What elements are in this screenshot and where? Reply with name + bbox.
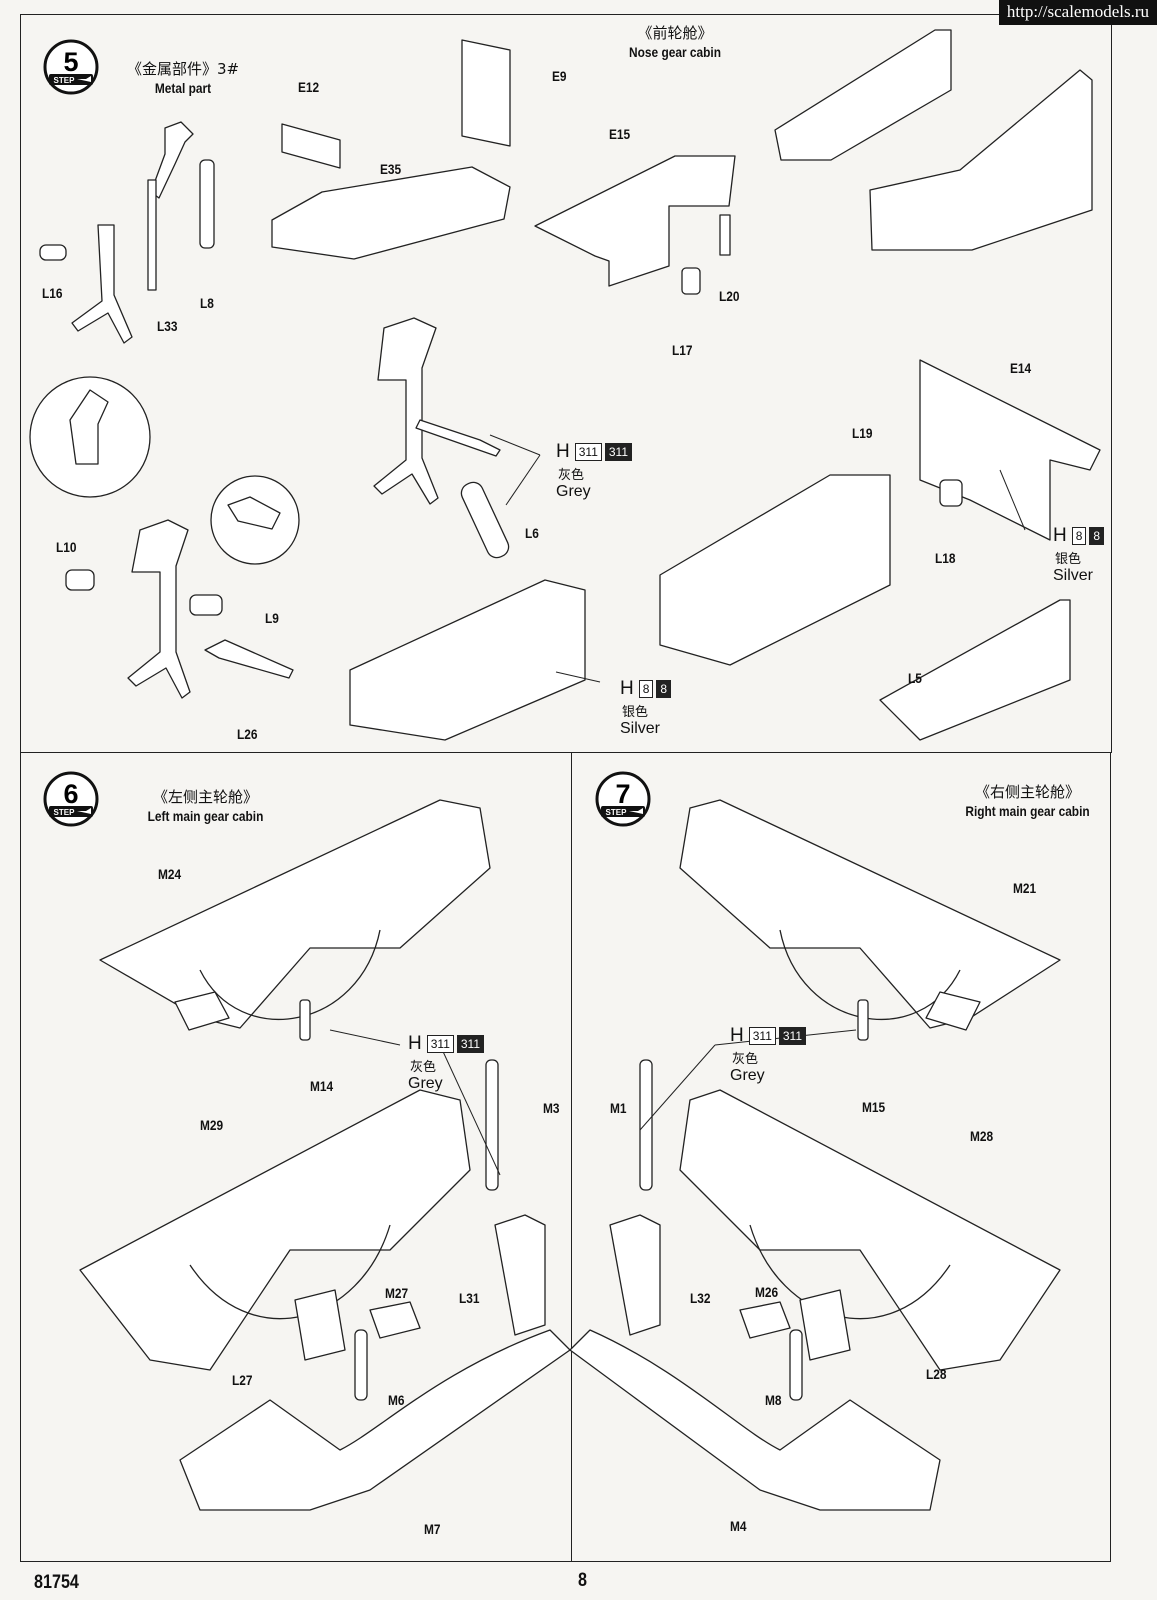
watermark: http://scalemodels.ru <box>998 0 1157 25</box>
part-label-M7: M7 <box>424 1521 441 1537</box>
part-label-M1: M1 <box>610 1100 627 1116</box>
metal-part-title: 《金属部件》3# Metal part <box>126 60 240 96</box>
part-label-M8: M8 <box>765 1392 782 1408</box>
step-7-number: 7 <box>615 779 630 809</box>
step-6-badge: 6 STEP <box>43 771 99 827</box>
step-7-panel <box>570 752 1111 1562</box>
step-5-badge: 5 STEP <box>43 39 99 95</box>
part-label-E14: E14 <box>1010 360 1032 376</box>
part-label-L26: L26 <box>237 726 258 742</box>
part-label-L10: L10 <box>56 539 77 555</box>
part-label-M14: M14 <box>310 1078 334 1094</box>
part-label-L31: L31 <box>459 1290 480 1306</box>
part-label-M29: M29 <box>200 1117 224 1133</box>
svg-text:STEP: STEP <box>54 808 76 817</box>
part-label-M21: M21 <box>1013 880 1037 896</box>
part-label-E15: E15 <box>609 126 631 142</box>
svg-text:STEP: STEP <box>606 808 628 817</box>
part-label-M26: M26 <box>755 1284 779 1300</box>
step-7-badge: 7 STEP <box>595 771 651 827</box>
step-5-number: 5 <box>63 47 78 77</box>
part-label-E12: E12 <box>298 79 320 95</box>
svg-text:STEP: STEP <box>54 76 76 85</box>
part-label-E35: E35 <box>380 161 402 177</box>
part-label-M6: M6 <box>388 1392 405 1408</box>
page-number: 8 <box>578 1570 587 1591</box>
part-label-L5: L5 <box>908 670 922 686</box>
strut-l33-drawing <box>40 122 214 343</box>
part-label-L28: L28 <box>926 1366 947 1382</box>
part-label-M4: M4 <box>730 1518 747 1534</box>
part-label-M24: M24 <box>158 866 182 882</box>
left-main-gear-cabin-title: 《左侧主轮舱》 Left main gear cabin <box>147 788 264 824</box>
part-label-M27: M27 <box>385 1285 409 1301</box>
part-label-L17: L17 <box>672 342 693 358</box>
part-label-L6: L6 <box>525 525 539 541</box>
part-label-L33: L33 <box>157 318 178 334</box>
nose-gear-cabin-title: 《前轮舱》 Nose gear cabin <box>629 24 721 60</box>
part-label-M28: M28 <box>970 1128 994 1144</box>
right-main-gear-cabin-title: 《右侧主轮舱》 Right main gear cabin <box>965 783 1090 819</box>
part-label-E9: E9 <box>552 68 567 84</box>
step-5-panel <box>20 14 1112 753</box>
part-label-L18: L18 <box>935 550 956 566</box>
part-label-L19: L19 <box>852 425 873 441</box>
part-label-L8: L8 <box>200 295 214 311</box>
part-label-L32: L32 <box>690 1290 711 1306</box>
part-label-M15: M15 <box>862 1099 886 1115</box>
part-label-L9: L9 <box>265 610 279 626</box>
kit-number: 81754 <box>34 1572 79 1593</box>
part-label-L27: L27 <box>232 1372 253 1388</box>
step-6-panel <box>20 752 572 1562</box>
part-label-M3: M3 <box>543 1100 560 1116</box>
part-label-L16: L16 <box>42 285 63 301</box>
part-label-L20: L20 <box>719 288 740 304</box>
step-6-number: 6 <box>63 779 78 809</box>
